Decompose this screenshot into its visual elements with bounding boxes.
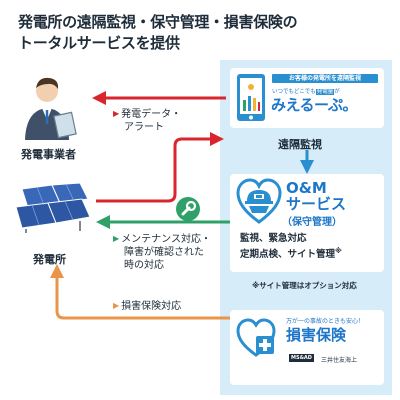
flow-data-alert-text: ▶発電データ・ アラート <box>113 107 181 134</box>
title-line1: 発電所の遠隔監視・保守管理・損害保険の <box>18 13 298 31</box>
flow-maintenance-text: ▶メンテナンス対応・ 障害が確認された 時の対応 <box>113 232 211 272</box>
om-paren: （保守管理） <box>282 217 342 228</box>
flow-data-alert-line2: アラート <box>124 122 164 133</box>
om-note: ※サイト管理はオプション対応 <box>252 281 357 290</box>
arrow-insurance <box>50 264 232 320</box>
wrench-icon <box>176 197 200 221</box>
arrow-monitoring-to-om <box>300 150 314 174</box>
green-triangle-icon: ▶ <box>113 234 120 243</box>
red-triangle-icon: ▶ <box>113 109 120 118</box>
tagline-prefix: いつでもどこでも <box>272 89 316 95</box>
monitoring-banner: お客様の発電所を遠隔監視 <box>272 74 378 83</box>
tablet-chart-icon <box>237 74 265 121</box>
om-desc-line2-wrap: 定期点検、サイト管理※ <box>240 245 342 261</box>
insurance-company: 三井住友海上 <box>321 357 358 364</box>
om-desc-line1: 監視、緊急対応 <box>240 233 307 244</box>
heart-cross-icon <box>236 318 276 357</box>
operator-icon <box>25 77 77 140</box>
insurance-tagline: 万が一の事故のときも安心！ <box>286 318 365 325</box>
page-title: 発電所の遠隔監視・保守管理・損害保険の トータルサービスを提供 <box>18 12 298 54</box>
arrow-data-alert <box>92 91 226 105</box>
tagline-highlight: 発電量 <box>315 89 335 95</box>
monitoring-tagline: いつでもどこでも発電量が <box>272 87 340 95</box>
monitoring-brand: みえるーぷ。 <box>271 96 357 114</box>
title-line2: トータルサービスを提供 <box>18 34 180 52</box>
flow-maintenance-line3: 時の対応 <box>124 260 164 271</box>
arrow-maintenance <box>96 215 232 229</box>
solar-panel-icon <box>15 183 91 233</box>
flow-maintenance-line2: 障害が確認された <box>124 247 204 258</box>
flow-maintenance-line1: メンテナンス対応・ <box>121 234 211 245</box>
flow-insurance-text: ▶損害保険対応 <box>113 299 181 313</box>
arrow-plant-to-monitoring <box>96 132 224 203</box>
plant-label: 発電所 <box>33 253 66 266</box>
om-desc: 監視、緊急対応 定期点検、サイト管理※ <box>240 232 342 261</box>
tagline-suffix: が <box>334 89 340 95</box>
orange-triangle-icon: ▶ <box>113 301 120 310</box>
msad-logo: MS&AD <box>289 354 314 362</box>
flow-insurance-line: 損害保険対応 <box>121 301 182 312</box>
operator-label: 発電事業者 <box>21 148 76 161</box>
flow-data-alert-line1: 発電データ・ <box>121 109 182 120</box>
om-title: O&M <box>286 179 327 197</box>
insurance-name: 損害保険 <box>286 326 347 344</box>
om-subtitle: サービス <box>286 195 347 213</box>
monitoring-label: 遠隔監視 <box>278 138 322 151</box>
om-desc-mark: ※ <box>335 247 342 255</box>
heart-helmet-icon <box>236 178 282 224</box>
om-desc-line2: 定期点検、サイト管理 <box>240 249 336 261</box>
